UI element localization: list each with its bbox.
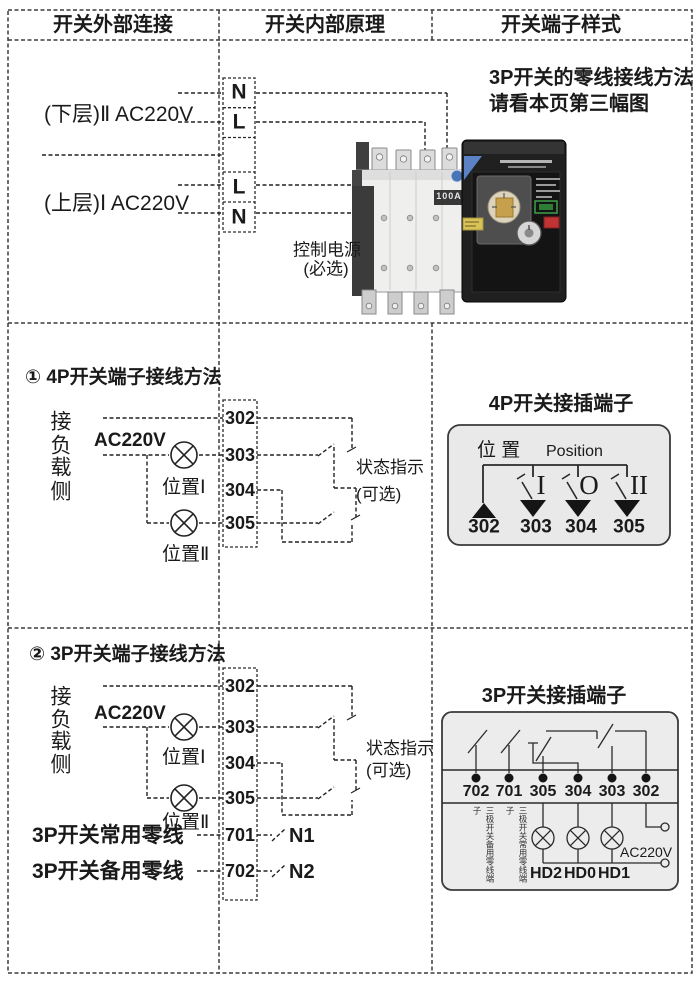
green-indicator	[534, 200, 558, 214]
control-terminal-strip	[222, 77, 256, 233]
load-side-3p-char-4: 侧	[50, 753, 72, 777]
terminal-302-3p: 302	[224, 676, 256, 697]
strip-terminal-l1: L	[232, 110, 246, 134]
panel-position-cn: 位 置	[477, 440, 521, 461]
status-optional-3p: (可选)	[366, 761, 412, 780]
control-power-label: 控制电源	[293, 240, 361, 260]
n2-label: N2	[289, 861, 315, 883]
panel-terminal-305: 305	[529, 783, 557, 801]
load-side-3p-char-2: 负	[50, 708, 72, 732]
panel-position-en: Position	[546, 443, 603, 460]
terminal-305-3p: 305	[224, 788, 256, 809]
panel-mark-II: II	[630, 470, 648, 501]
control-power-sub: (必选)	[303, 259, 349, 279]
triangle-logo-icon	[464, 156, 482, 180]
wiring-4p-ticks	[346, 446, 361, 521]
strip-terminal-l2: L	[232, 175, 246, 199]
status-label-4p: 状态指示	[356, 458, 424, 477]
terminal-701-3p: 701	[224, 825, 256, 846]
terminal-box-4p	[222, 399, 258, 548]
position1-label-3p: 位置Ⅰ	[162, 747, 206, 768]
brand-logo-icon	[450, 169, 464, 183]
panel-terminal-305-4p: 305	[613, 516, 645, 538]
section-title-4p: ① 4P开关端子接线方法	[25, 367, 222, 388]
lamp-label-hd0: HD0	[563, 865, 597, 883]
panel-3p-graphics	[441, 711, 679, 891]
panel-terminal-304: 304	[564, 783, 592, 801]
position2-label-4p: 位置Ⅱ	[162, 544, 210, 565]
panel-ac-label: AC220V	[620, 844, 673, 860]
panel-mark-O: O	[579, 470, 599, 501]
vertical-label-702: 三极开关备用零线端子	[472, 806, 495, 883]
panel-terminal-701: 701	[495, 783, 523, 801]
vertical-label-701: 三极开关常用零线端子	[505, 806, 528, 883]
load-side-char-3: 载	[50, 456, 72, 480]
ats-product-photo	[352, 139, 567, 315]
load-side-3p-char-3: 载	[50, 730, 72, 754]
panel-terminal-304-4p: 304	[565, 516, 597, 538]
n1-label: N1	[289, 825, 315, 847]
ac-label-4p: AC220V	[94, 430, 166, 451]
terminal-304-4p: 304	[224, 480, 256, 501]
lamp-label-hd2: HD2	[529, 865, 563, 883]
panel-terminal-303: 303	[598, 783, 626, 801]
load-side-3p-char-1: 接	[50, 685, 72, 709]
header-col-internal: 开关内部原理	[265, 14, 385, 36]
panel-title-4p: 4P开关接插端子	[488, 393, 634, 415]
terminal-box-3p	[222, 667, 258, 901]
neutral-note-line2: 请看本页第三幅图	[489, 93, 649, 115]
wiring-4p	[103, 417, 357, 543]
load-side-char-4: 侧	[50, 480, 72, 504]
terminal-302-4p: 302	[224, 408, 256, 429]
load-side-char-2: 负	[50, 434, 72, 458]
panel-terminal-702: 702	[462, 783, 490, 801]
section-title-3p: ② 3P开关端子接线方法	[29, 644, 226, 665]
normal-neutral-label: 3P开关常用零线	[32, 824, 184, 847]
position1-label-4p: 位置Ⅰ	[162, 477, 206, 498]
wiring-3p-ticks	[346, 714, 361, 794]
grid-borders	[7, 9, 693, 974]
terminal-304-3p: 304	[224, 753, 256, 774]
status-optional-4p: (可选)	[356, 485, 402, 504]
panel-mark-I: I	[536, 470, 546, 501]
warning-label	[462, 217, 484, 231]
product-rating-label: 100A	[436, 191, 462, 202]
position2-label-3p: 位置Ⅱ	[162, 812, 210, 833]
strip-terminal-n2: N	[231, 205, 247, 229]
terminal-303-4p: 303	[224, 445, 256, 466]
controller-unit	[461, 139, 567, 303]
header-col-external: 开关外部连接	[53, 14, 173, 36]
red-button	[543, 216, 560, 229]
status-label-3p: 状态指示	[366, 739, 434, 758]
header-col-terminal-style: 开关端子样式	[501, 14, 621, 36]
terminal-702-3p: 702	[224, 861, 256, 882]
rating-plate	[434, 190, 464, 205]
supply-upper-label: (上层)Ⅰ AC220V	[44, 192, 190, 215]
load-side-char-1: 接	[50, 410, 72, 434]
panel-terminal-303-4p: 303	[520, 516, 552, 538]
terminal-305-4p: 305	[224, 513, 256, 534]
wiring-3p	[103, 685, 357, 878]
lamps-4p	[170, 441, 198, 537]
strip-terminal-n1: N	[231, 80, 247, 104]
lamps-3p	[170, 713, 198, 812]
ac-label-3p: AC220V	[94, 703, 166, 724]
backup-neutral-label: 3P开关备用零线	[32, 860, 184, 883]
panel-terminal-302-4p: 302	[468, 516, 500, 538]
lamp-label-hd1: HD1	[597, 865, 631, 883]
terminal-303-3p: 303	[224, 717, 256, 738]
panel-title-3p: 3P开关接插端子	[481, 685, 627, 707]
neutral-note-line1: 3P开关的零线接线方法	[489, 67, 694, 89]
supply-lower-label: (下层)Ⅱ AC220V	[44, 103, 194, 126]
panel-terminal-302: 302	[632, 783, 660, 801]
panel-4p-graphics	[447, 424, 671, 546]
